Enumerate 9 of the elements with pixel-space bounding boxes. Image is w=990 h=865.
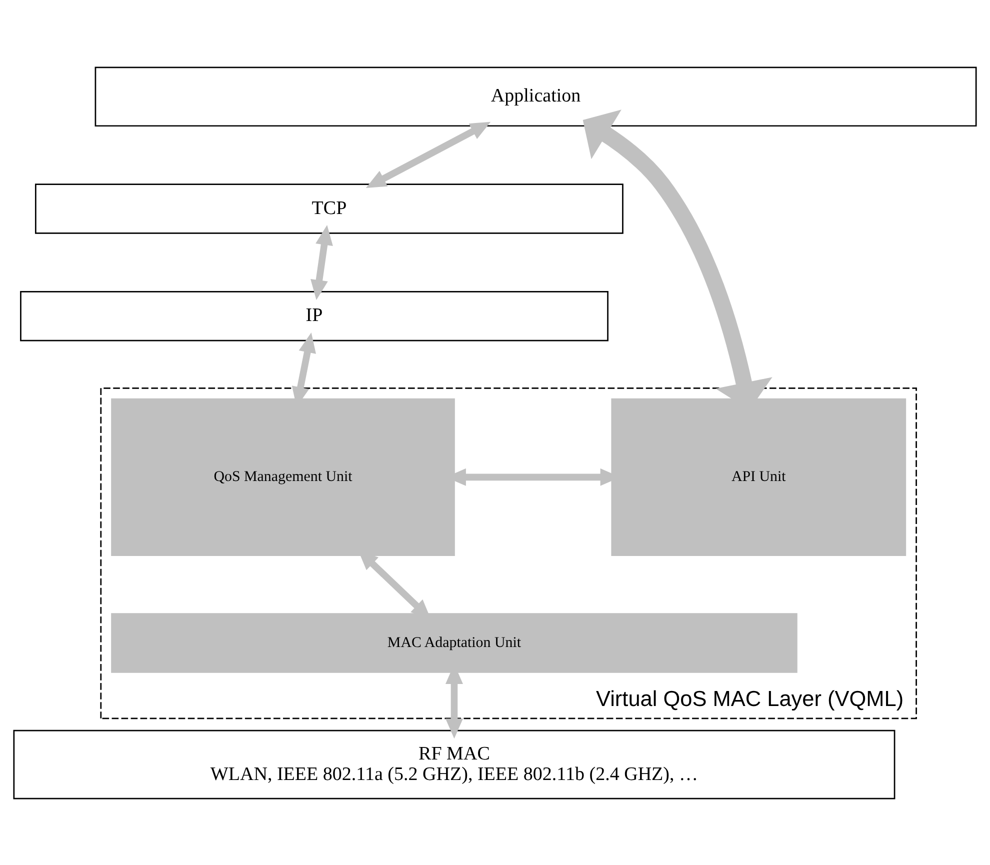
node-box: RF MAC WLAN, IEEE 802.11a (5.2 GHZ), IEEE 802.11b (2.4 GHZ), … bbox=[13, 729, 896, 799]
node-box: API Unit bbox=[611, 398, 906, 556]
arrow bbox=[310, 224, 333, 300]
node-box: IP bbox=[20, 290, 608, 341]
node-box: MAC Adaptation Unit bbox=[111, 612, 798, 672]
node-box: Application bbox=[94, 66, 977, 126]
node-box: TCP bbox=[34, 183, 624, 234]
node-box: QoS Management Unit bbox=[111, 398, 455, 556]
arrow bbox=[366, 121, 491, 188]
